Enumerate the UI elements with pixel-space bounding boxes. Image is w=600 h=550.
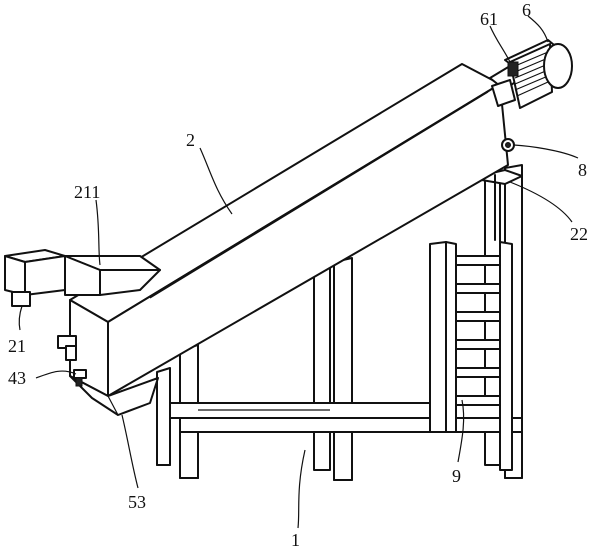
label-22: 22	[570, 224, 588, 244]
label-53: 53	[128, 492, 146, 512]
inclined-trough	[69, 63, 509, 397]
leader-lines	[18, 15, 579, 529]
reference-labels: 1 2 211 21 43 53 6 61 8 22 9	[8, 0, 588, 550]
discharge-hopper	[69, 375, 159, 416]
label-6: 6	[522, 0, 531, 20]
label-2: 2	[186, 130, 195, 150]
drive-motor	[489, 39, 573, 109]
label-9: 9	[452, 466, 461, 486]
ladder	[429, 241, 513, 471]
label-1: 1	[291, 530, 300, 550]
label-211: 211	[74, 182, 100, 202]
feed-hopper	[4, 249, 161, 307]
label-21: 21	[8, 336, 26, 356]
valve-assembly	[57, 335, 87, 387]
bearing-point	[501, 138, 515, 152]
label-61: 61	[480, 9, 498, 29]
label-43: 43	[8, 368, 26, 388]
label-8: 8	[578, 160, 587, 180]
